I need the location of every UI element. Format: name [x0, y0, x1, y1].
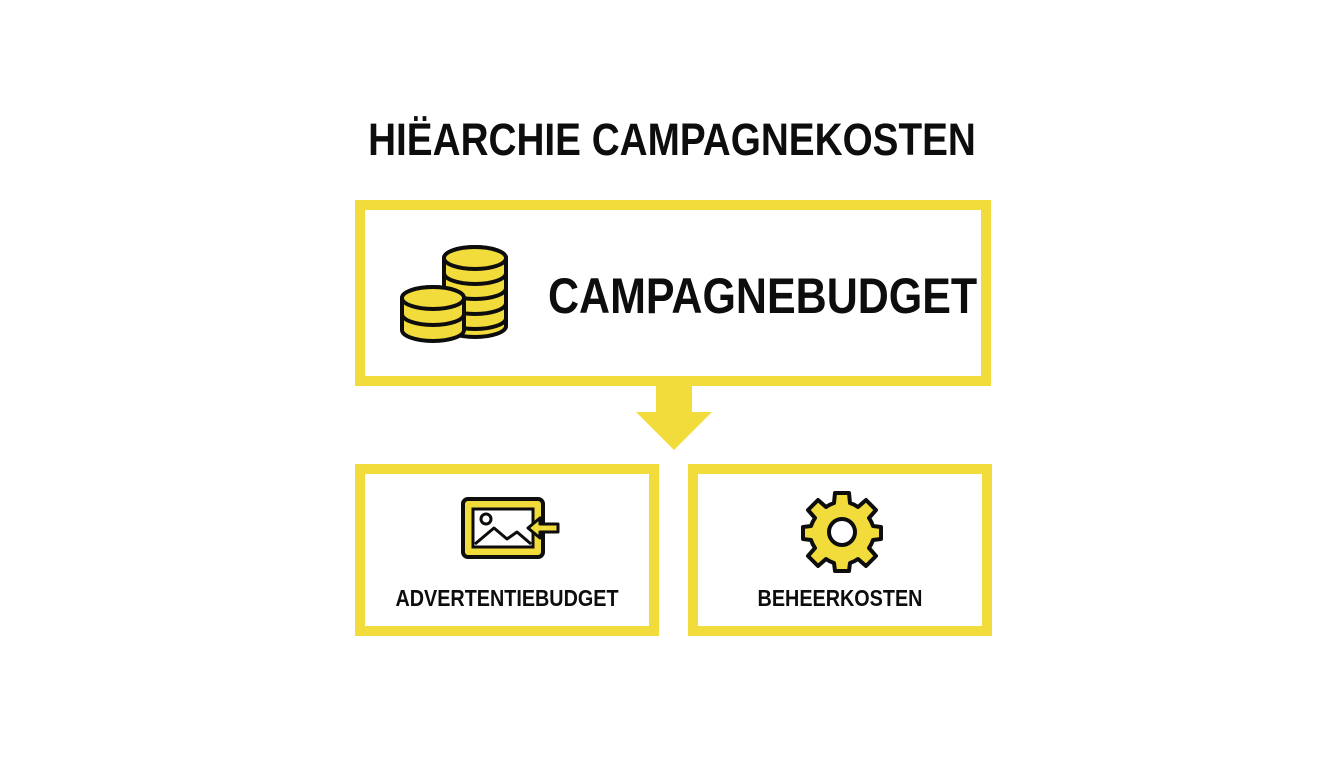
down-arrow-connector	[636, 384, 712, 450]
image-frame-icon	[461, 497, 560, 559]
campagnebudget-label: CAMPAGNEBUDGET	[548, 268, 978, 324]
gear-icon	[801, 491, 883, 573]
beheerkosten-label: BEHEERKOSTEN	[757, 585, 923, 611]
diagram-title: HIËARCHIE CAMPAGNEKOSTEN	[368, 114, 976, 165]
advertentiebudget-label: ADVERTENTIEBUDGET	[395, 585, 619, 611]
coins-stack-icon	[400, 245, 508, 343]
